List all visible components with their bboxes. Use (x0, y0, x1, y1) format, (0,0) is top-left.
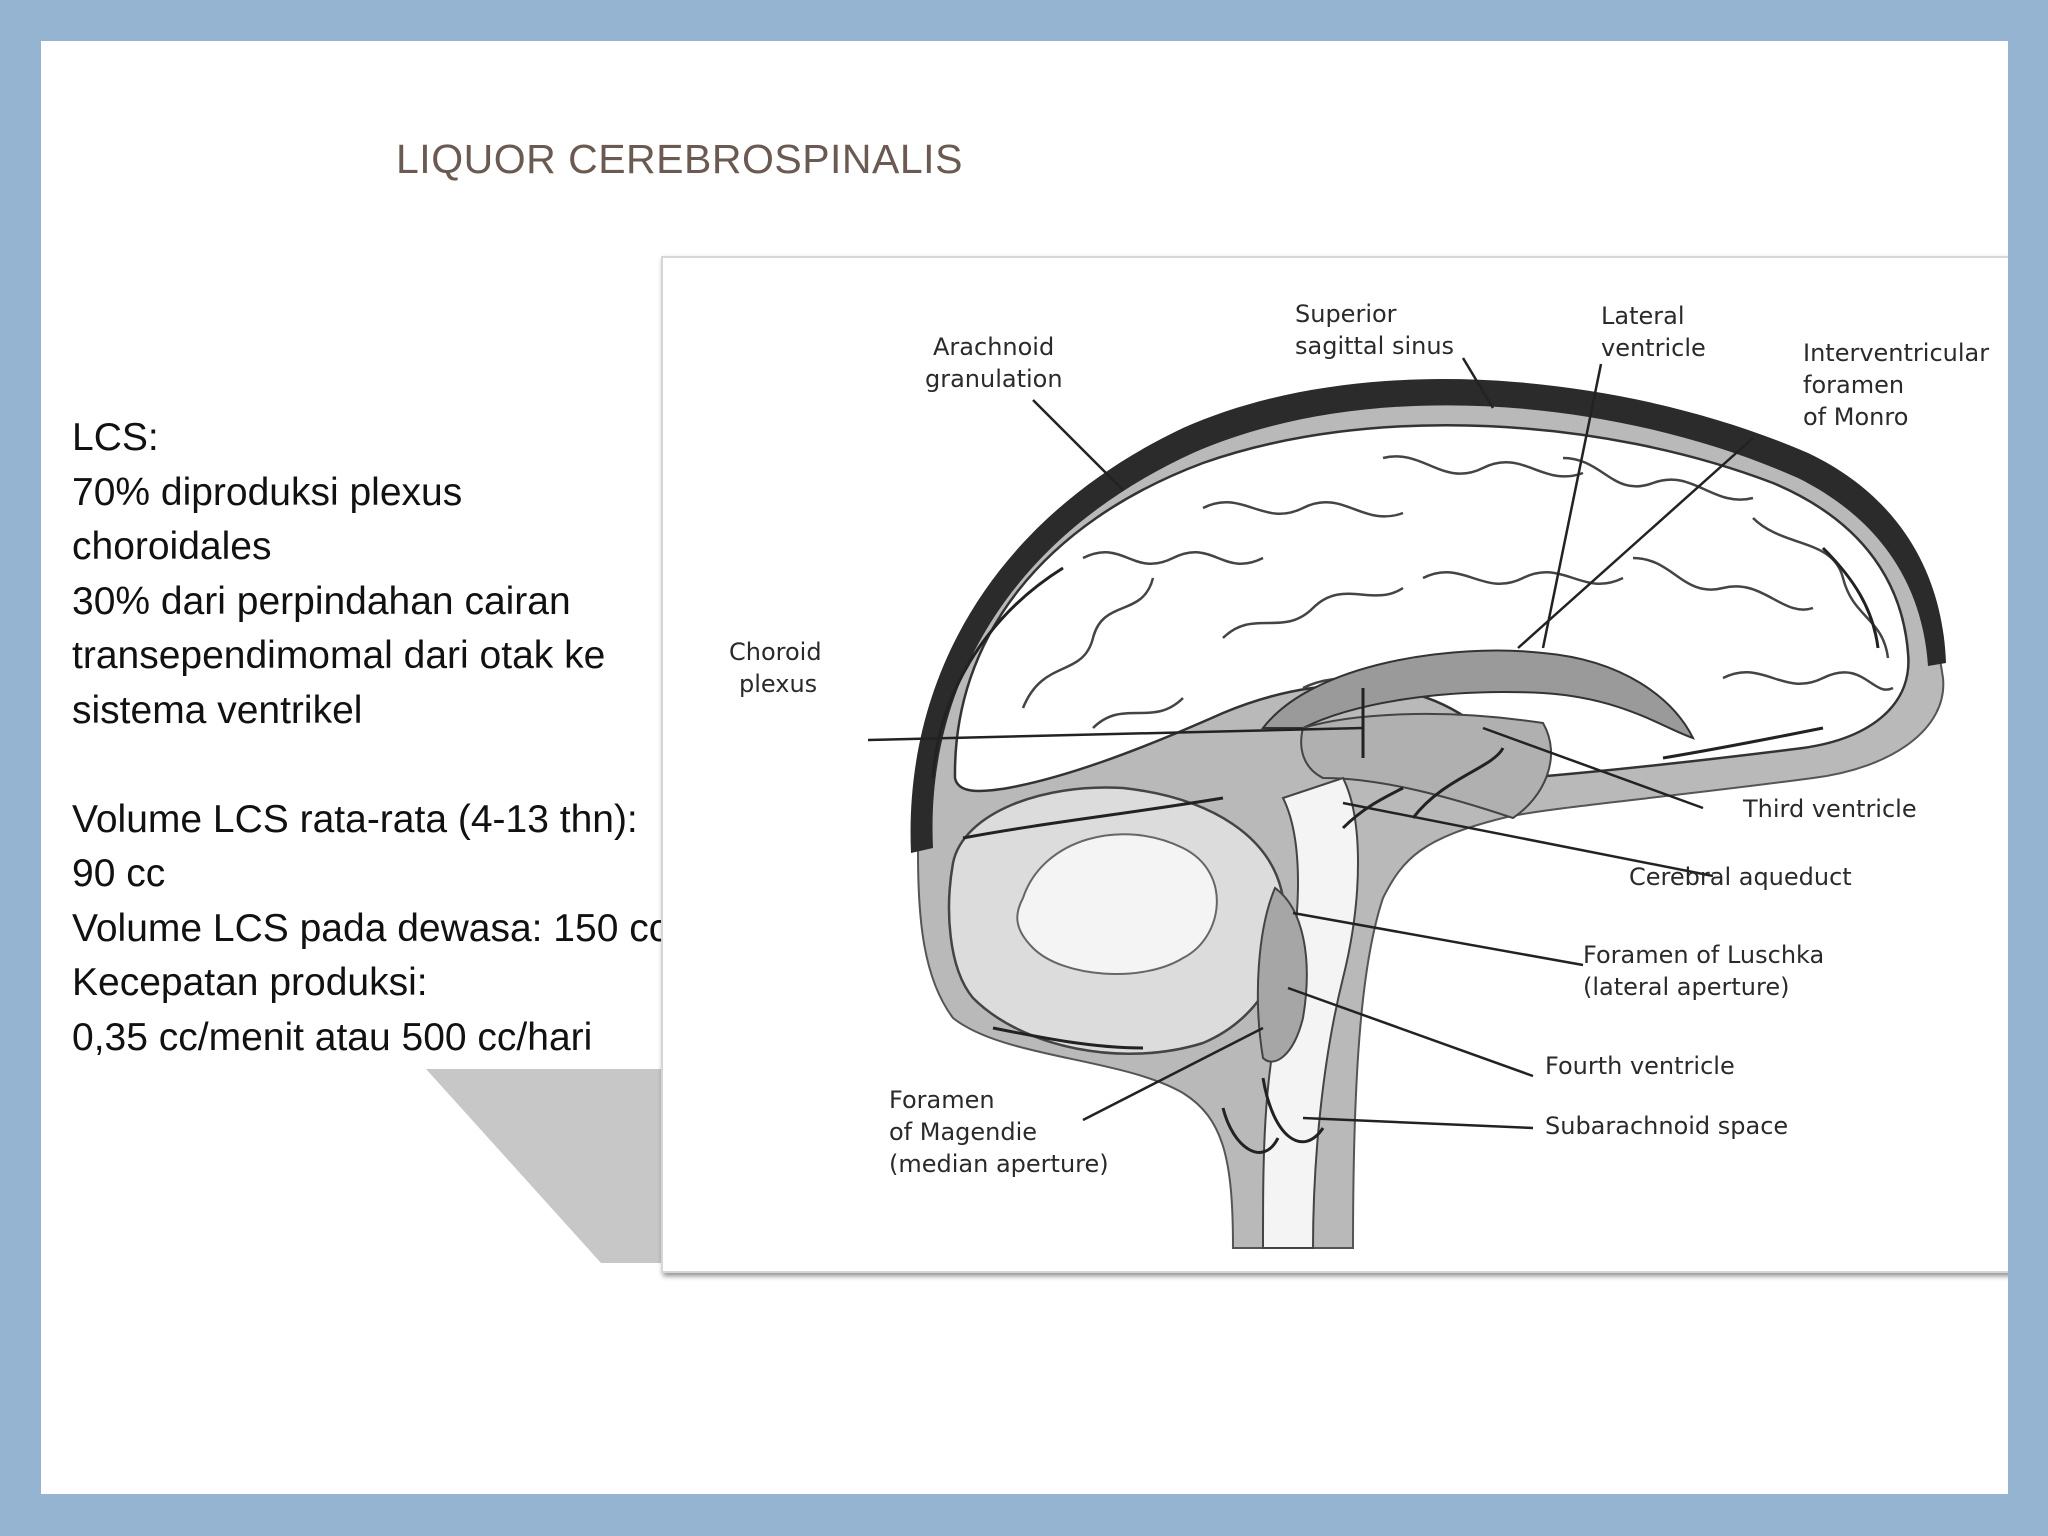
body-line: 0,35 cc/menit atau 500 cc/hari (72, 1015, 593, 1059)
label-superior-sagittal-sinus: Superior sagittal sinus (1295, 300, 1454, 360)
csf-flow-arrows (931, 546, 1880, 1154)
arbor-vitae (1016, 833, 1218, 976)
label-text: Foramen (889, 1086, 995, 1114)
label-text: (median aperture) (889, 1150, 1109, 1178)
label-text: Foramen of Luschka (1583, 941, 1824, 969)
label-text: Third ventricle (1742, 795, 1917, 823)
label-foramen-luschka: Foramen of Luschka (lateral aperture) (1583, 941, 1824, 1001)
brain-diagram-svg: Arachnoid granulation Superior sagittal … (729, 300, 1989, 1249)
cerebrum-shape (953, 423, 1910, 793)
body-line: LCS: (72, 416, 159, 459)
label-text: of Monro (1803, 403, 1908, 431)
label-choroid-plexus: Choroid plexus (729, 638, 822, 698)
slide: LIQUOR CEREBROSPINALIS LCS: 70% diproduk… (41, 41, 2008, 1494)
fourth-ventricle-shape (1256, 886, 1308, 1063)
label-interventricular-foramen: Interventricular foramen of Monro (1803, 339, 1989, 431)
leader-lines (867, 357, 1754, 1130)
body-line: choroidales (72, 525, 272, 568)
label-arachnoid-granulation: Arachnoid granulation (925, 333, 1063, 393)
label-text: ventricle (1601, 334, 1706, 362)
label-text: Interventricular (1803, 339, 1989, 367)
label-fourth-ventricle: Fourth ventricle (1545, 1052, 1735, 1080)
label-lateral-ventricle: Lateral ventricle (1601, 302, 1706, 362)
label-foramen-magendie: Foramen of Magendie (median aperture) (889, 1086, 1109, 1178)
label-text: (lateral aperture) (1583, 973, 1789, 1001)
label-text: foramen (1803, 371, 1904, 399)
label-third-ventricle: Third ventricle (1742, 795, 1917, 823)
label-text: plexus (739, 670, 817, 698)
body-line-blank (72, 738, 692, 793)
label-text: Lateral (1601, 302, 1685, 330)
body-text: LCS: 70% diproduksi plexus choroidales 3… (72, 411, 692, 1111)
label-cerebral-aqueduct: Cerebral aqueduct (1629, 863, 1852, 891)
brain-csf-diagram: Arachnoid granulation Superior sagittal … (661, 256, 2008, 1273)
slide-title: LIQUOR CEREBROSPINALIS (396, 136, 963, 182)
body-line: sistema ventrikel (72, 688, 363, 732)
lateral-ventricle-shape (1260, 649, 1695, 740)
label-text: Subarachnoid space (1545, 1112, 1788, 1140)
label-subarachnoid-space: Subarachnoid space (1545, 1112, 1788, 1140)
label-text: Superior (1295, 300, 1397, 328)
label-text: Choroid (729, 638, 822, 666)
body-line: Volume LCS pada dewasa: 150 cc (72, 906, 669, 950)
label-text: Fourth ventricle (1545, 1052, 1735, 1080)
body-line: 30% dari perpindahan cairan (72, 579, 571, 623)
label-text: Cerebral aqueduct (1629, 863, 1852, 891)
body-line: Kecepatan produksi: (72, 961, 428, 1004)
body-line: transependimomal dari otak ke (72, 634, 606, 677)
body-line: Volume LCS rata-rata (4-13 thn): (72, 797, 638, 841)
body-line: 90 cc (72, 852, 166, 895)
label-text: sagittal sinus (1295, 332, 1454, 360)
label-text: granulation (925, 365, 1063, 393)
body-line: 70% diproduksi plexus (72, 470, 463, 514)
label-text: Arachnoid (933, 333, 1054, 361)
label-text: of Magendie (889, 1118, 1037, 1146)
